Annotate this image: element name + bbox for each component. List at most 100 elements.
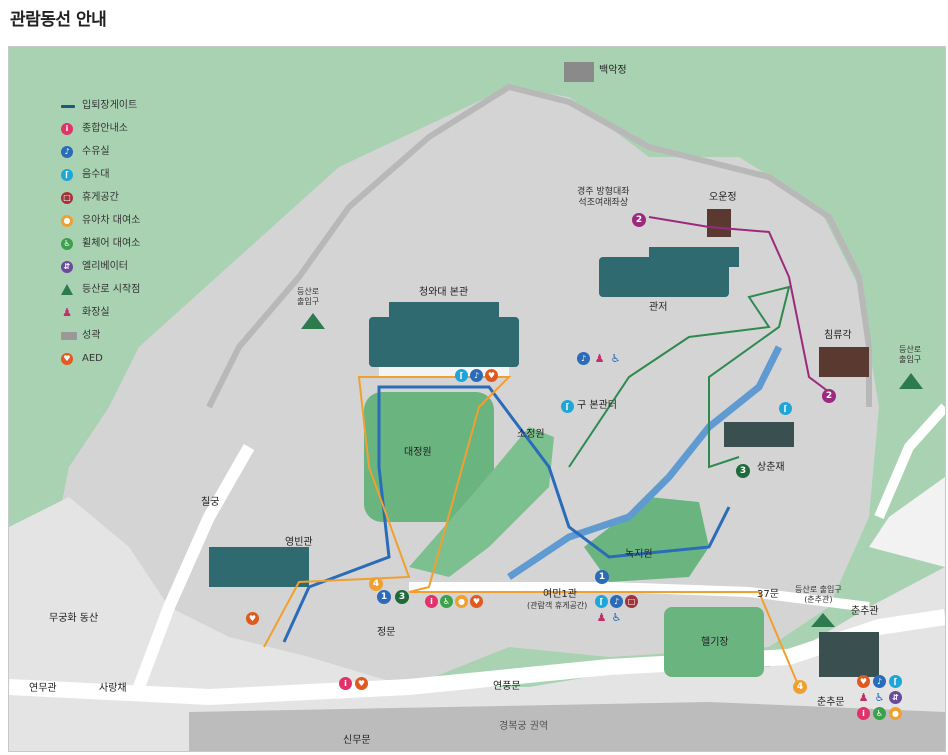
drinking-fountain-icon: ⌈ (595, 595, 608, 608)
legend-label: 휴게공간 (82, 192, 119, 203)
sojeongwon-lawn (409, 427, 554, 577)
label-jeongmun: 정문 (377, 627, 396, 638)
heliport-pad (664, 607, 764, 677)
legend-label: 수유실 (82, 146, 110, 157)
label-trailhead-chunchu: 등산로 출입구 (춘추관) (795, 585, 842, 604)
route-marker: 1 (595, 570, 609, 584)
label-sojeongwon: 소정원 (517, 429, 545, 440)
legend-label: 성곽 (82, 330, 101, 341)
info-icon: i (61, 123, 73, 135)
nursing-room-icon: ♪ (470, 369, 483, 382)
wheelchair-icon: ♿ (440, 595, 453, 608)
nursing-room-icon: ♪ (61, 146, 73, 158)
restroom-icon: ♟ (858, 691, 869, 704)
label-yeomin1gwan-sub: (관람객 휴게공간) (527, 601, 588, 610)
label-old-main-site: 구 본관터 (577, 400, 617, 411)
aed-icon: ♥ (470, 595, 483, 608)
route-marker: 3 (395, 590, 409, 604)
main-building-graphic (369, 302, 519, 377)
route-marker: 4 (369, 577, 383, 591)
inner-road (409, 582, 870, 612)
elevator-icon: ⇵ (61, 261, 73, 273)
restroom-icon: ♟ (594, 352, 605, 365)
route-marker: 1 (377, 590, 391, 604)
chunchugwan-graphic (819, 632, 879, 677)
legend-label: AED (82, 353, 103, 364)
route-marker: 3 (736, 464, 750, 478)
info-icon: i (857, 707, 870, 720)
tour-route-map: 입퇴장게이트 i 종합안내소 ♪ 수유실 ⌈ 음수대 □ 휴게공간 ● 유아차 … (8, 46, 946, 752)
elevator-icon: ⇵ (889, 691, 902, 704)
nursing-room-icon: ♪ (577, 352, 590, 365)
drinking-fountain-icon: ⌈ (561, 400, 574, 413)
label-yeongbingwan: 영빈관 (285, 537, 313, 548)
drinking-fountain-icon: ⌈ (779, 402, 792, 415)
label-chunchugwan: 춘추관 (851, 606, 879, 617)
label-heliport: 헬기장 (701, 637, 729, 648)
label-trailhead-right: 등산로 출입구 (899, 345, 922, 364)
stroller-icon: ● (889, 707, 902, 720)
baegakjeong-graphic (564, 62, 594, 82)
trailhead-chunchu-icon (811, 613, 835, 627)
fortress-wall (206, 83, 872, 409)
info-icon: i (339, 677, 352, 690)
route-marker: 2 (822, 389, 836, 403)
label-gyeongbokgung: 경복궁 권역 (499, 721, 549, 732)
sangchunjae-graphic (724, 422, 794, 447)
legend-label: 유아차 대여소 (82, 215, 141, 226)
legend-label: 입퇴장게이트 (82, 100, 138, 111)
label-oujeong: 오운정 (709, 192, 737, 203)
label-yeonmugwan: 연무관 (29, 683, 57, 694)
legend-label: 화장실 (82, 307, 110, 318)
label-trailhead-left: 등산로 출입구 (297, 287, 320, 306)
nursing-room-icon: ♪ (610, 595, 623, 608)
wheelchair-icon: ♿ (61, 238, 73, 250)
stroller-icon: ● (61, 215, 73, 227)
gwanjeo-graphic (599, 247, 739, 297)
trailhead-right-icon (899, 373, 923, 389)
label-daejeongwon: 대정원 (404, 447, 432, 458)
label-chunchumun: 춘추문 (817, 697, 845, 708)
label-gate37: 37문 (757, 589, 779, 600)
label-main-building: 청와대 본관 (419, 287, 469, 298)
drinking-fountain-icon: ⌈ (61, 169, 73, 181)
wheelchair-icon: ♿ (873, 707, 886, 720)
restroom-icon: ♟ (596, 611, 607, 624)
rest-area-icon: □ (61, 192, 73, 204)
rest-area-icon: □ (625, 595, 638, 608)
legend-label: 휠체어 대여소 (82, 238, 141, 249)
legend-label: 엘리베이터 (82, 261, 128, 272)
wheelchair-icon: ♿ (874, 691, 885, 704)
legend-label: 종합안내소 (82, 123, 128, 134)
label-yeomin1gwan: 여민1관 (543, 589, 577, 600)
daejeongwon-lawn (364, 392, 494, 522)
restroom-icon: ♟ (62, 306, 72, 319)
gate-line-icon (61, 105, 75, 108)
aed-icon: ♥ (485, 369, 498, 382)
label-sarangchae: 사랑채 (99, 683, 127, 694)
yeongbingwan-graphic (209, 547, 309, 587)
route-orange (263, 376, 800, 688)
stream (507, 345, 783, 580)
route-marker: 2 (632, 213, 646, 227)
label-nokjiwon: 녹지원 (625, 549, 653, 560)
route-blue (282, 385, 731, 643)
label-sinmumun: 신무문 (343, 735, 371, 746)
aed-icon: ♥ (355, 677, 368, 690)
chimnyugak-graphic (819, 347, 869, 377)
fortress-wall-icon (61, 332, 77, 340)
gyeongbokgung-area (189, 702, 945, 751)
side-road (133, 444, 255, 690)
wheelchair-icon: ♿ (610, 352, 621, 365)
nursing-room-icon: ♪ (873, 675, 886, 688)
trailhead-icon (61, 284, 73, 295)
label-sangchunjae: 상춘재 (757, 462, 785, 473)
label-yeonpungmun: 연풍문 (493, 681, 521, 692)
main-road (9, 609, 945, 706)
wheelchair-icon: ♿ (611, 611, 622, 624)
legend-label: 음수대 (82, 169, 110, 180)
label-mugunghwa: 무궁화 동산 (49, 613, 99, 624)
drinking-fountain-icon: ⌈ (889, 675, 902, 688)
label-baegakjeong: 백악정 (599, 65, 627, 76)
aed-icon: ♥ (61, 353, 73, 365)
